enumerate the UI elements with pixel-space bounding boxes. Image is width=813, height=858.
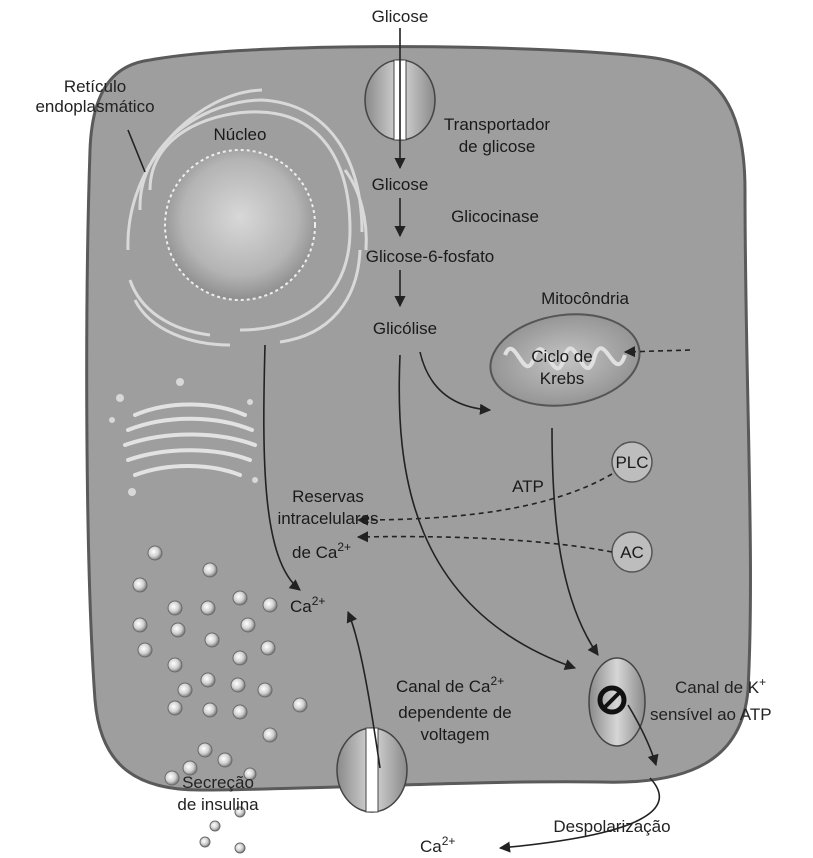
label-ac: AC [620, 543, 644, 562]
label-glicose-6-fosfato: Glicose-6-fosfato [366, 247, 495, 266]
label-de-insulina: de insulina [177, 795, 259, 814]
label-ca-bottom: Ca2+ [420, 834, 455, 856]
label-dependente-de: dependente de [398, 703, 511, 722]
label-de-glicose: de glicose [459, 137, 536, 156]
label-transportador: Transportador [444, 115, 550, 134]
label-mitocondria: Mitocôndria [541, 289, 629, 308]
label-atp: ATP [512, 477, 544, 496]
label-sensivel-atp: sensível ao ATP [650, 705, 772, 724]
label-secrecao: Secreção [182, 773, 254, 792]
label-plc: PLC [615, 453, 648, 472]
label-despolarizacao: Despolarização [553, 817, 670, 836]
label-glicose-inner: Glicose [372, 175, 429, 194]
label-glicocinase: Glicocinase [451, 207, 539, 226]
label-reservas: Reservas [292, 487, 364, 506]
label-ciclo-de: Ciclo de [531, 347, 592, 366]
label-krebs: Krebs [540, 369, 584, 388]
label-endoplasmatico: endoplasmático [35, 97, 154, 116]
voltage-ca-channel [337, 728, 407, 812]
label-glicose-top: Glicose [372, 7, 429, 26]
label-canal-k: Canal de K+ [675, 675, 766, 697]
label-canal-ca: Canal de Ca2+ [396, 674, 504, 696]
label-voltagem: voltagem [421, 725, 490, 744]
label-reticulo: Retículo [64, 77, 126, 96]
label-intracelulares: intracelulares [277, 509, 378, 528]
k-atp-channel [589, 658, 645, 746]
nucleus [165, 150, 315, 300]
label-glicolise: Glicólise [373, 319, 437, 338]
label-nucleo: Núcleo [214, 125, 267, 144]
